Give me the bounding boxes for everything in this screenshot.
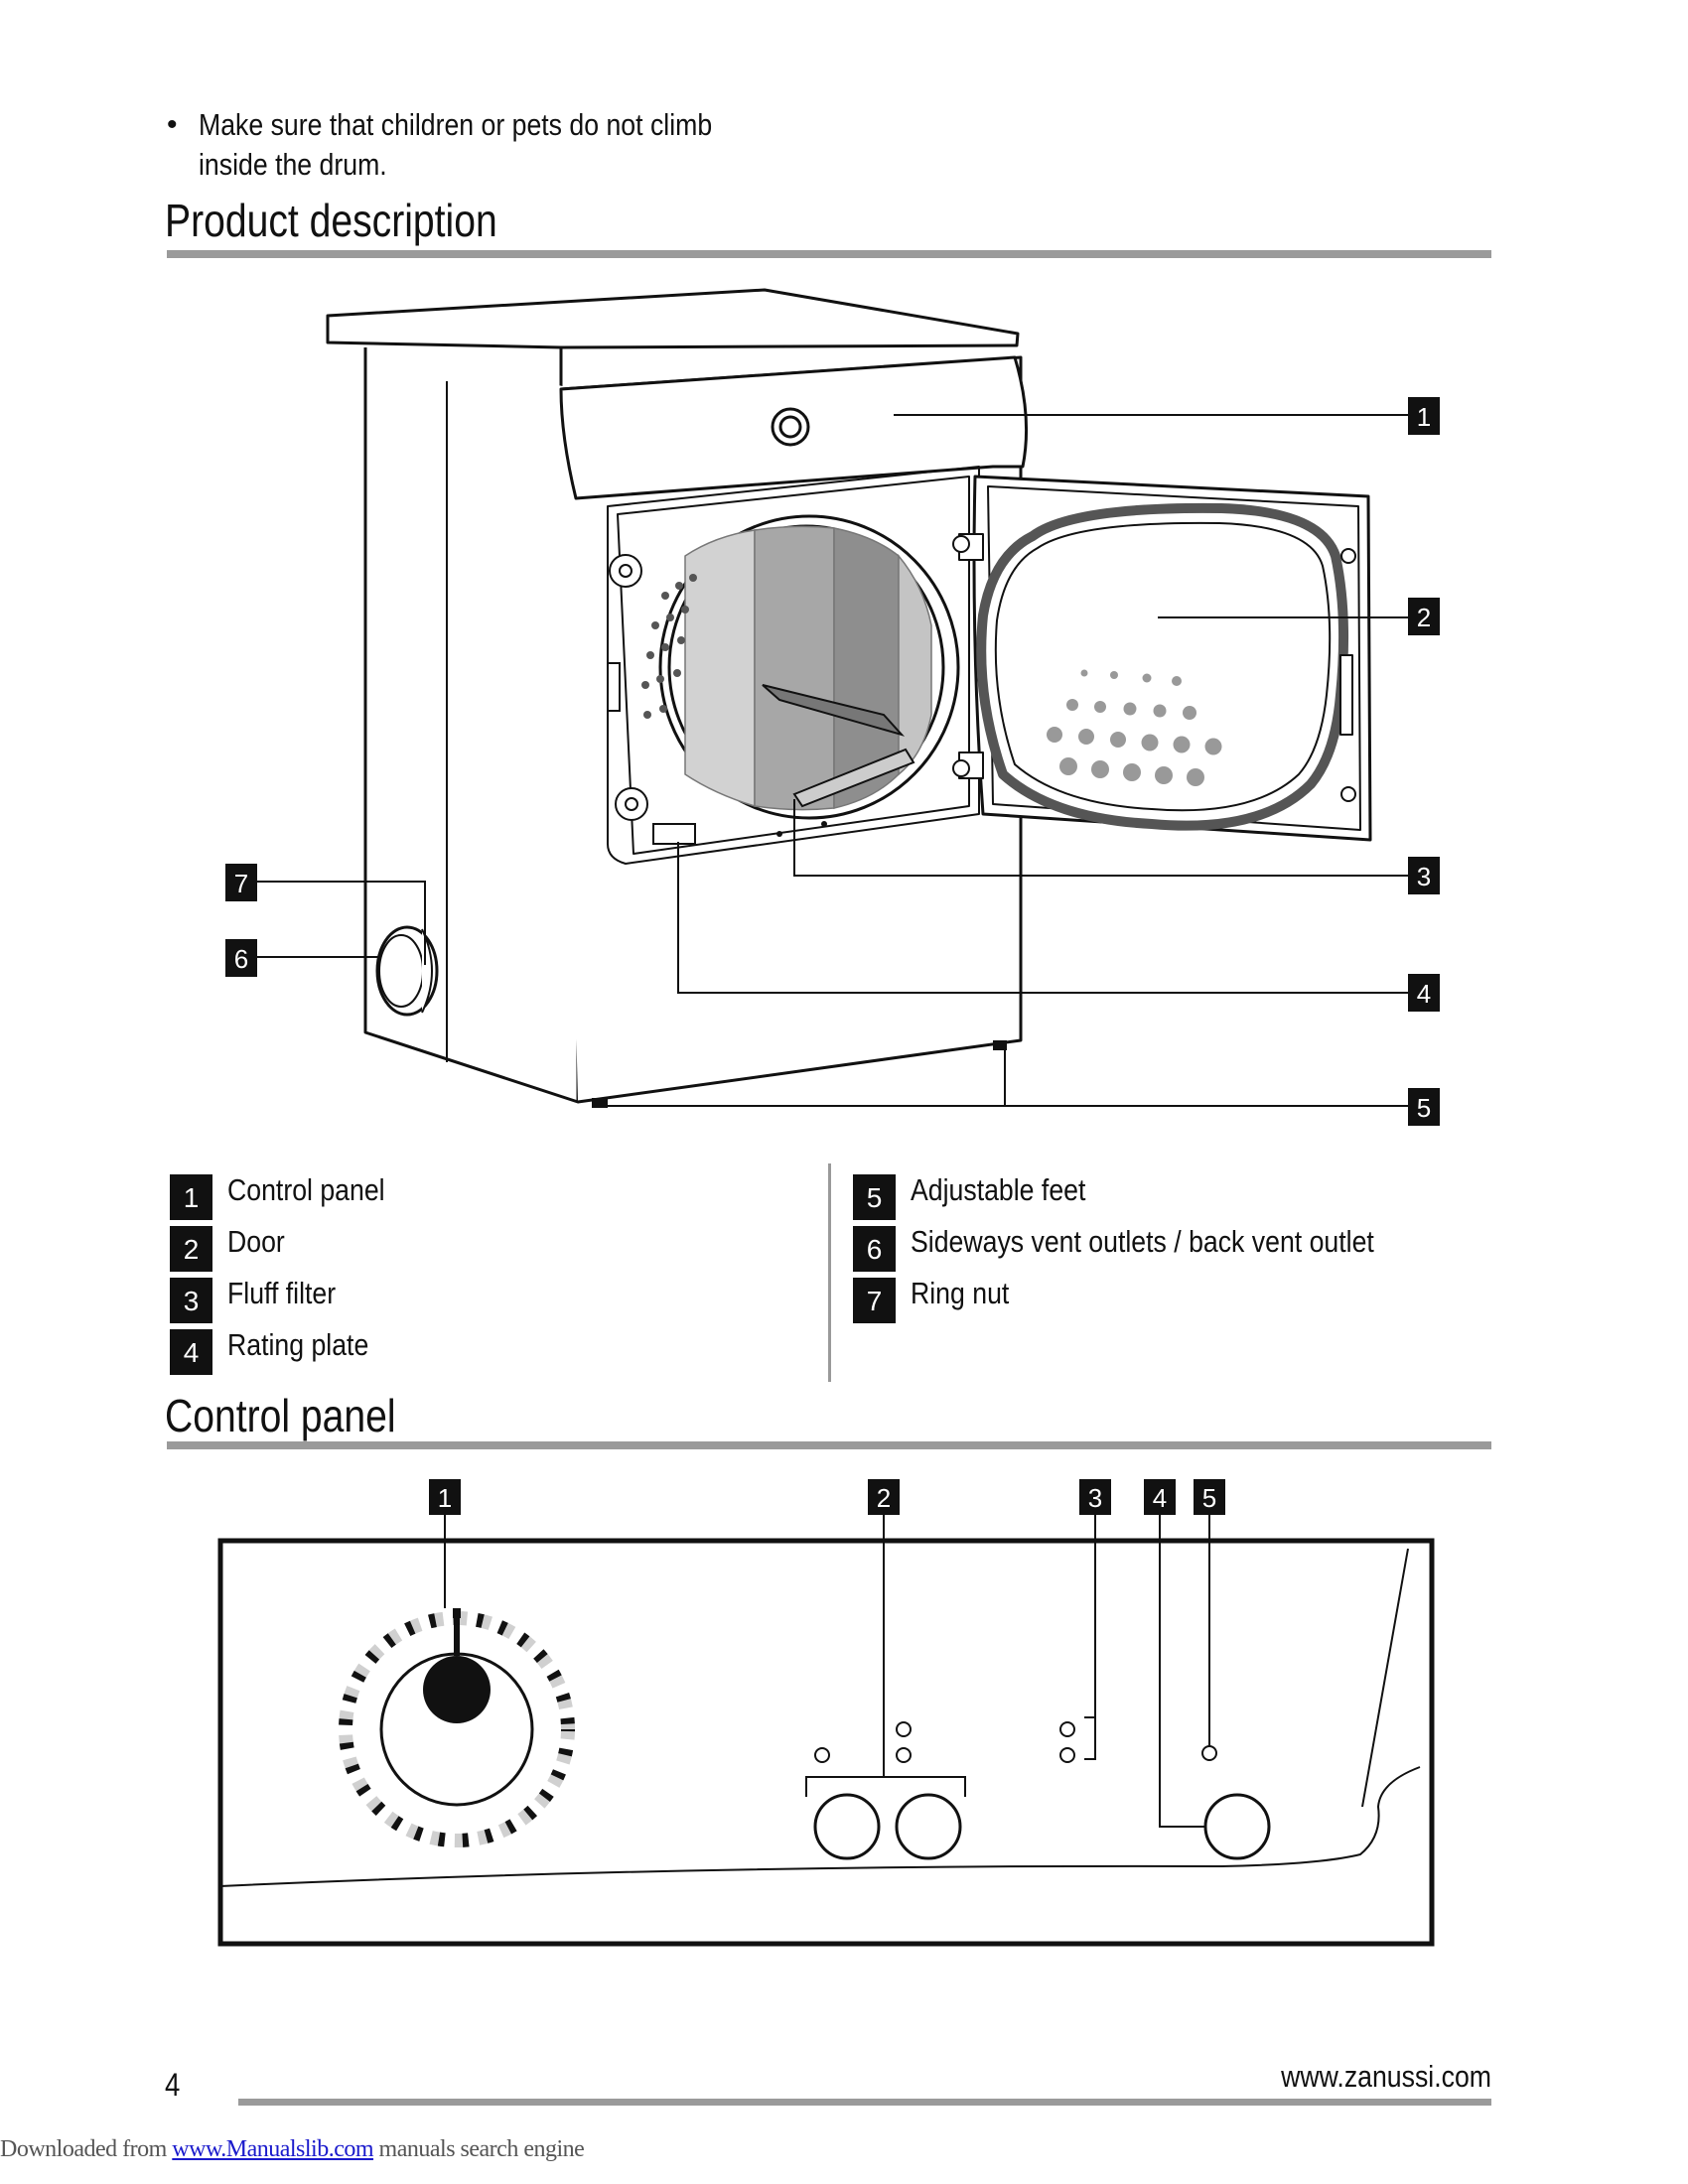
manualslib-link[interactable]: www.Manualslib.com (172, 2136, 374, 2162)
download-suffix: manuals search engine (373, 2136, 585, 2162)
legend-label: Control panel (227, 1172, 385, 1207)
legend-number: 2 (170, 1226, 212, 1272)
callout-box-6 (225, 939, 257, 977)
control-panel-illustration: 1 2 3 4 5 (217, 1479, 1435, 1947)
download-notice: Downloaded from www.Manualslib.com manua… (0, 2136, 585, 2163)
panel-callout-4: 4 (1153, 1483, 1167, 1513)
legend-number: 6 (853, 1226, 896, 1272)
legend-label: Fluff filter (227, 1276, 337, 1310)
product-description-rule (167, 250, 1491, 258)
callout-box-4 (1408, 974, 1440, 1012)
callout-box-7 (225, 864, 257, 901)
callout-2: 2 (1417, 603, 1431, 632)
control-panel-rule (167, 1441, 1491, 1449)
legend-label: Sideways vent outlets / back vent outlet (911, 1224, 1374, 1259)
legend-number: 7 (853, 1278, 896, 1323)
legend-number: 3 (170, 1278, 212, 1323)
callout-1: 1 (1417, 402, 1431, 432)
footer-rule (238, 2099, 1491, 2106)
callout-box-2 (1408, 598, 1440, 635)
legend-number: 1 (170, 1174, 212, 1220)
panel-callout-2: 2 (877, 1483, 891, 1513)
legend-label: Door (227, 1224, 285, 1259)
legend-number: 5 (853, 1174, 896, 1220)
legend-label: Adjustable feet (911, 1172, 1086, 1207)
callout-box-1 (1408, 397, 1440, 435)
legend-label: Rating plate (227, 1327, 369, 1362)
panel-callout-3: 3 (1088, 1483, 1102, 1513)
callout-5: 5 (1417, 1093, 1431, 1123)
legend-label: Ring nut (911, 1276, 1010, 1310)
bullet-icon: • (167, 108, 178, 141)
legend-number: 4 (170, 1329, 212, 1375)
callout-7: 7 (234, 869, 248, 898)
website-link[interactable]: www.zanussi.com (1281, 2059, 1491, 2094)
page-number: 4 (165, 2067, 181, 2103)
bullet-text: Make sure that children or pets do not c… (199, 107, 713, 182)
callout-box-5 (1408, 1088, 1440, 1126)
dryer-illustration: 1 2 3 4 5 6 7 (225, 288, 1440, 1126)
callout-4: 4 (1417, 979, 1431, 1009)
legend-divider (828, 1163, 831, 1382)
callout-box-3 (1408, 857, 1440, 894)
panel-callout-1: 1 (438, 1483, 452, 1513)
control-panel-heading: Control panel (165, 1390, 396, 1441)
callout-6: 6 (234, 944, 248, 974)
download-prefix: Downloaded from (0, 2136, 167, 2162)
product-description-heading: Product description (165, 195, 497, 246)
panel-callout-5: 5 (1202, 1483, 1216, 1513)
callout-3: 3 (1417, 862, 1431, 891)
